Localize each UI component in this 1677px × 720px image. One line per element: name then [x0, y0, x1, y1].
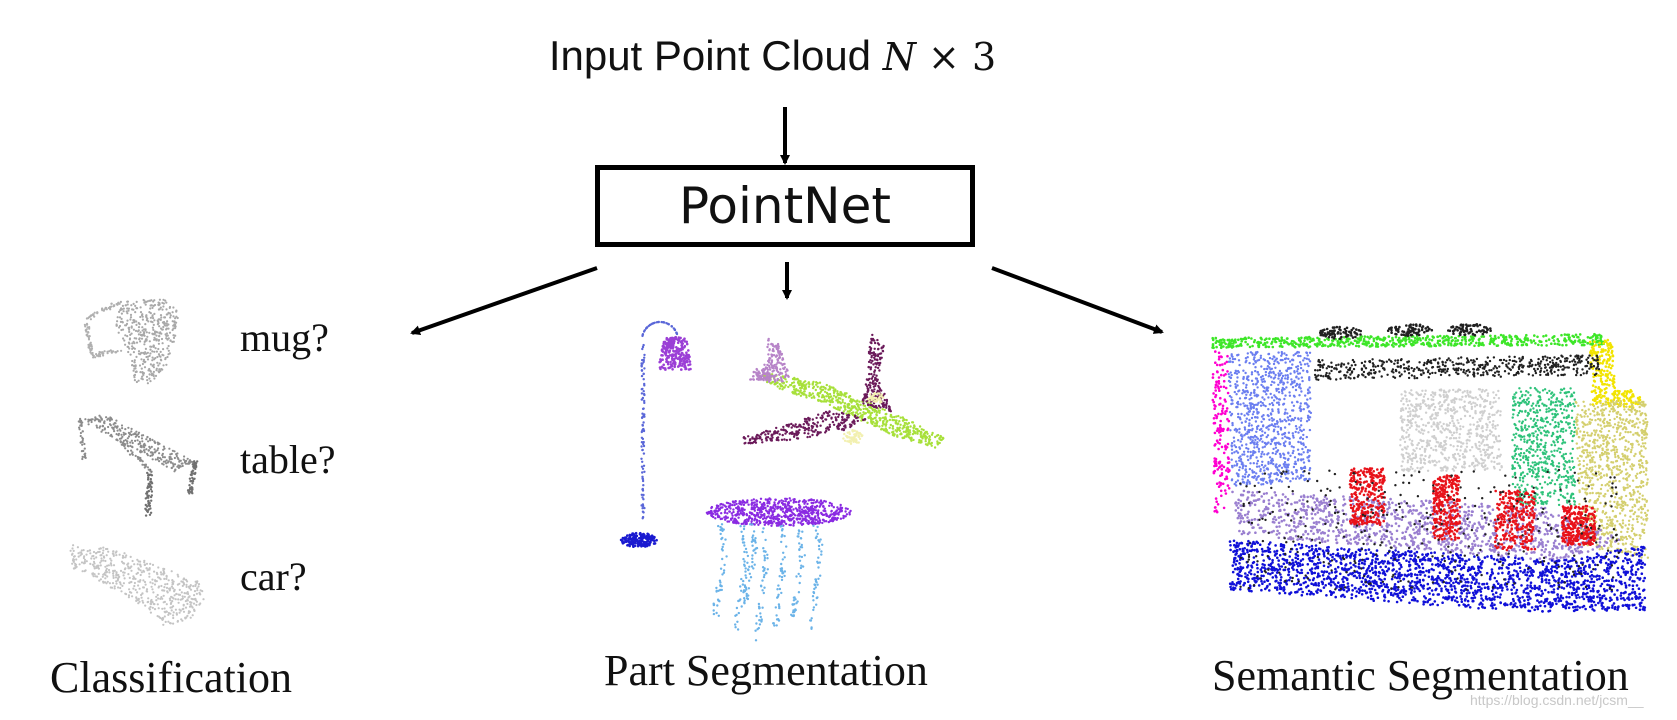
input-symbol: N — [882, 35, 916, 79]
classification-caption: Classification — [50, 653, 292, 702]
class-label-table: table? — [240, 437, 336, 482]
pointnet-label: PointNet — [679, 177, 891, 235]
car-point-cloud — [69, 544, 205, 626]
table-point-cloud — [77, 414, 199, 517]
arrow-pointnet-to-semantic-seg — [991, 266, 1164, 334]
table-part-segmentation — [705, 497, 852, 642]
lamp-part-segmentation — [619, 320, 692, 548]
semantic-segmentation-caption: Semantic Segmentation — [1212, 651, 1629, 700]
input-point-cloud-title: Input Point Cloud N × 3 — [0, 32, 1545, 80]
input-label: Input Point Cloud — [548, 32, 872, 79]
input-dim: 3 — [971, 35, 997, 79]
watermark-text: https://blog.csdn.net/jcsm__ — [1470, 692, 1644, 708]
arrow-pointnet-to-classification — [410, 266, 598, 336]
class-label-mug: mug? — [240, 315, 329, 360]
airplane-part-segmentation — [742, 333, 945, 449]
mug-point-cloud — [83, 298, 179, 385]
pointnet-box: PointNet — [595, 165, 975, 247]
class-label-car: car? — [240, 554, 307, 599]
scene-semantic-segmentation — [1211, 323, 1650, 613]
times-sign: × — [928, 35, 960, 79]
part-segmentation-caption: Part Segmentation — [604, 646, 928, 695]
input-shape-math: N × 3 — [883, 35, 996, 79]
